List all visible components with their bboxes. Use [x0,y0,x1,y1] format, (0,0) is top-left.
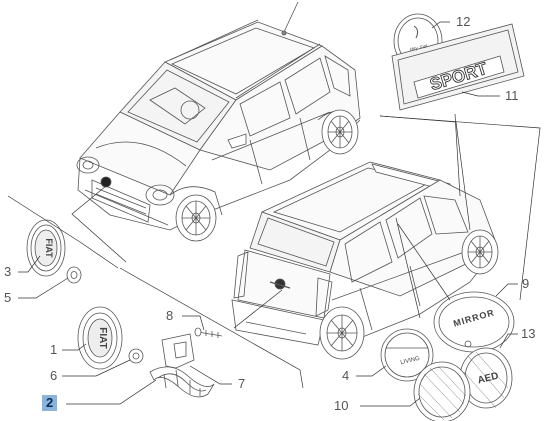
hey-fiat-line2: Fiat [419,43,428,50]
leader-lines [7,21,541,407]
callout-6[interactable]: 6 [50,368,58,383]
part-6-grommet [128,348,144,364]
callout-13[interactable]: 13 [521,326,536,341]
callout-11[interactable]: 11 [505,88,519,103]
part-10-striped-badge [413,361,471,421]
callout-8[interactable]: 8 [166,308,174,323]
fiat-rear-text: FIAT [97,327,108,348]
aed-text: AED [477,371,500,387]
callout-9[interactable]: 9 [522,276,530,291]
fiat-front-text: FIAT [44,238,54,258]
part-11-sport-plate [391,23,525,111]
part-2-gasket [149,366,215,398]
callout-1[interactable]: 1 [50,342,58,357]
callout-7[interactable]: 7 [238,376,246,391]
part-7-bracket [161,333,195,369]
rear-car-drawing [231,161,499,360]
callout-3[interactable]: 3 [4,264,12,279]
hey-fiat-line1: Hey [409,45,419,52]
part-8-screw [194,327,223,338]
callout-12[interactable]: 12 [456,14,471,29]
part-5-grommet [66,266,82,284]
living-text: LIVING [400,356,421,367]
callout-2[interactable]: 2 [42,395,58,411]
callout-4[interactable]: 4 [342,368,350,383]
part-4-living-badge [380,328,434,382]
part-1-rear-fiat-badge [77,306,123,370]
callout-5[interactable]: 5 [4,290,12,305]
part-3-front-fiat-badge [26,219,66,277]
callout-10[interactable]: 10 [334,398,349,413]
front-car-drawing [76,1,361,242]
